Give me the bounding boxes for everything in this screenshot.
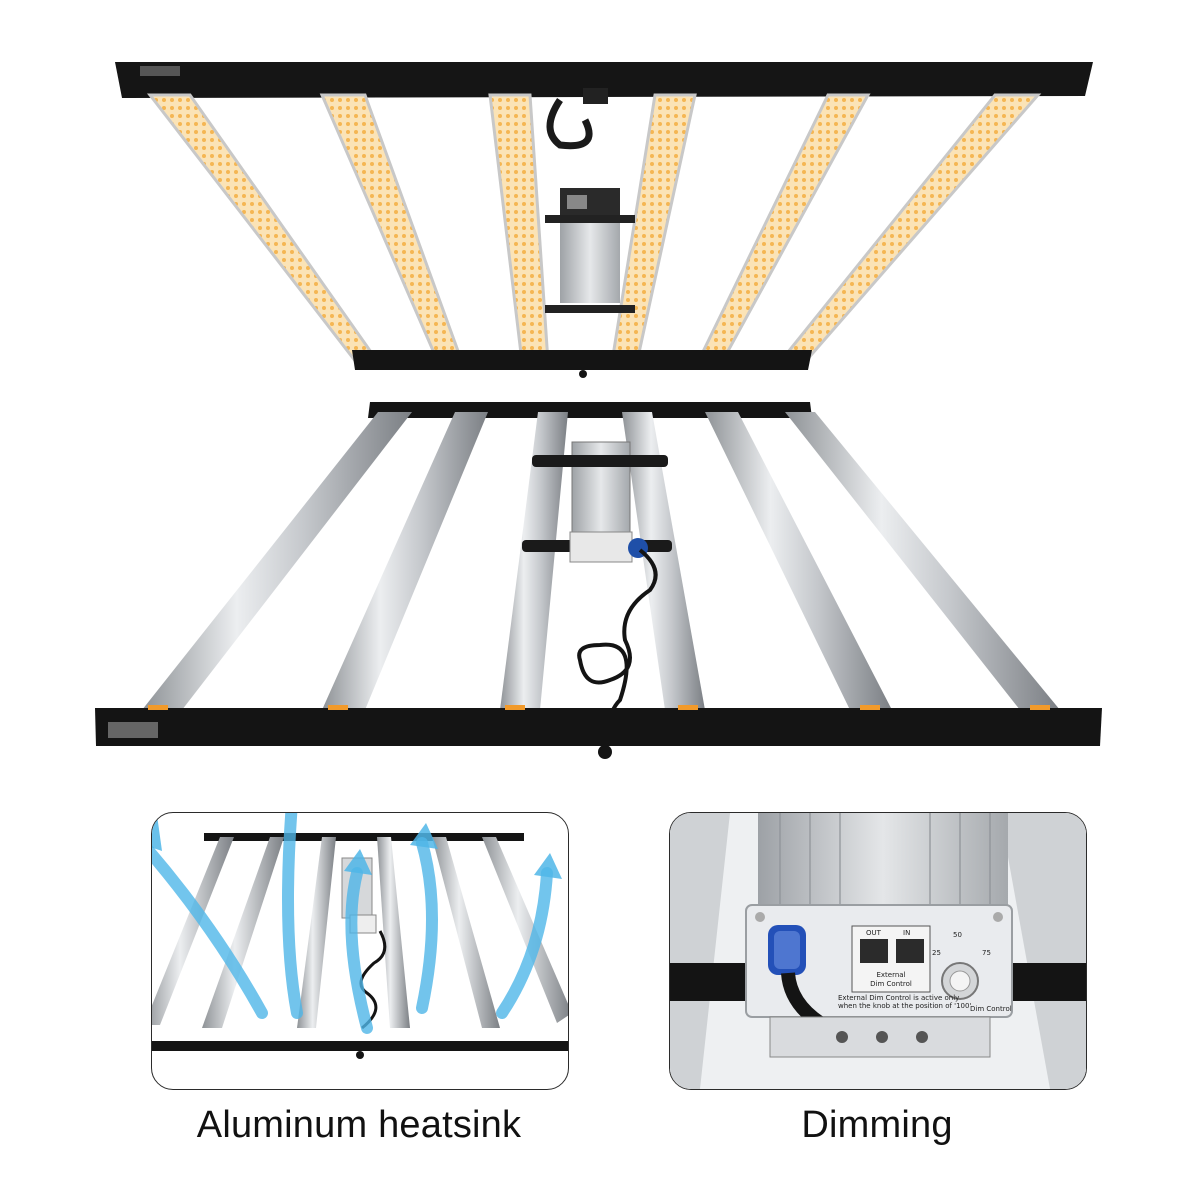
back-bottom-rail [95, 708, 1102, 746]
dial-mark-50: 50 [953, 931, 962, 939]
tube-1 [142, 412, 412, 710]
power-cable [577, 548, 658, 713]
port-in-label: IN [903, 929, 910, 937]
fixture-back-view [95, 402, 1102, 759]
port-out-label: OUT [866, 929, 882, 937]
notice-line-1: External Dim Control is active only [838, 994, 959, 1002]
knob-label: Dim Control [970, 1005, 1012, 1013]
port-title-2: Dim Control [870, 980, 912, 988]
port-title-1: External [876, 971, 905, 979]
notice-line-2: when the knob at the position of '100' [838, 1002, 971, 1010]
top-driver [545, 88, 635, 313]
heatsink-illustration [152, 813, 568, 1059]
led-bar-5 [695, 93, 871, 364]
feature-panel-heatsink [151, 812, 569, 1090]
led-bar-3 [488, 93, 550, 364]
top-fixture-bottom-rail [352, 350, 812, 378]
dial-mark-25: 25 [932, 949, 941, 957]
tube-5 [705, 412, 892, 710]
back-driver-endcap [569, 531, 633, 563]
led-bar-4 [610, 93, 697, 364]
back-top-rail [368, 402, 812, 418]
dimming-illustration: OUT IN External Dim Control 25 50 75 Dim… [670, 813, 1086, 1089]
tube-4 [622, 412, 705, 710]
tube-6 [785, 412, 1060, 710]
tube-3 [500, 412, 568, 710]
dial-mark-75: 75 [982, 949, 991, 957]
caption-dimming: Dimming [801, 1104, 953, 1146]
caption-heatsink: Aluminum heatsink [196, 1104, 522, 1146]
tube-2 [322, 412, 488, 710]
top-frame-rail [115, 62, 1093, 98]
feature-panel-dimming: OUT IN External Dim Control 25 50 75 Dim… [669, 812, 1087, 1090]
airflow-arrows [152, 813, 553, 1034]
